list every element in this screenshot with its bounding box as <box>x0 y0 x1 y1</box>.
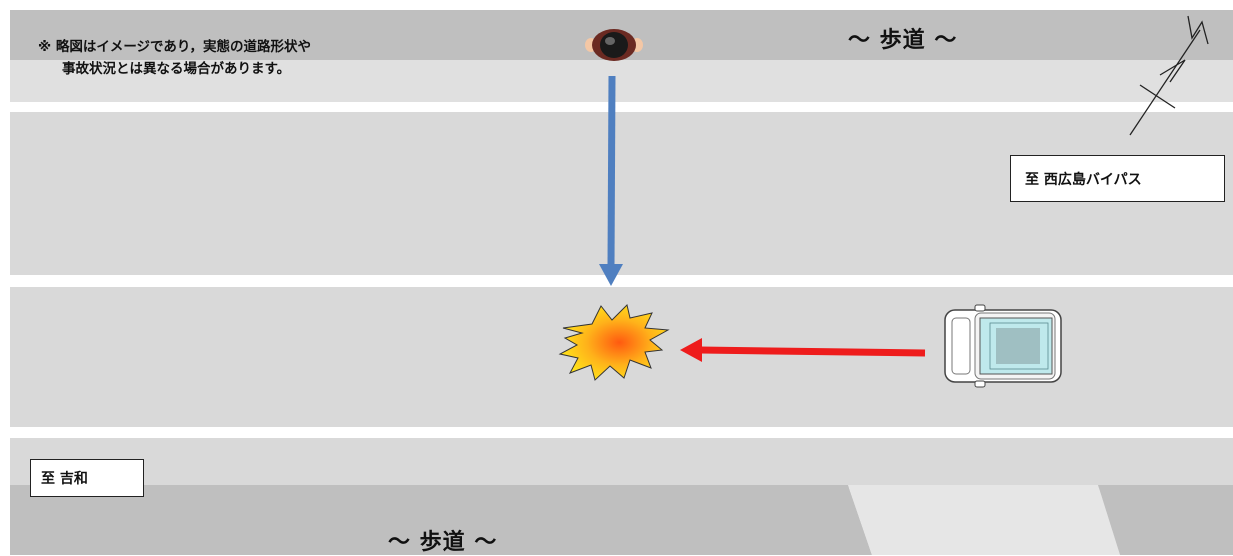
bottom-sidewalk-right <box>1098 485 1233 555</box>
disclaimer-note: ※ 略図はイメージであり，実態の道路形状や 事故状況とは異なる場合があります。 <box>38 36 311 80</box>
top-sidewalk-inner <box>10 60 1233 102</box>
destination-right-box: 至 西広島バイパス <box>1010 155 1225 202</box>
destination-left-label: 至 吉和 <box>41 471 88 487</box>
disclaimer-line-2: 事故状況とは異なる場合があります。 <box>62 61 291 77</box>
destination-left-box: 至 吉和 <box>30 459 144 497</box>
collision-burst-icon <box>558 304 670 381</box>
disclaimer-line-1: ※ 略図はイメージであり，実態の道路形状や <box>38 39 311 55</box>
pedestrian-path-arrow <box>599 75 623 286</box>
bottom-sidewalk-left <box>10 485 872 555</box>
bottom-sidewalk-label: ～ 歩道 ～ <box>388 530 498 555</box>
pedestrian-icon <box>585 29 643 61</box>
north-arrow-icon <box>1129 15 1209 136</box>
bottom-sidewalk-light <box>10 438 1233 488</box>
top-sidewalk-label: ～ 歩道 ～ <box>848 28 958 53</box>
vehicle-path-arrow <box>680 338 926 362</box>
driveway <box>848 485 1120 555</box>
destination-right-label: 至 西広島バイパス <box>1025 171 1142 188</box>
car-icon <box>944 304 1062 388</box>
